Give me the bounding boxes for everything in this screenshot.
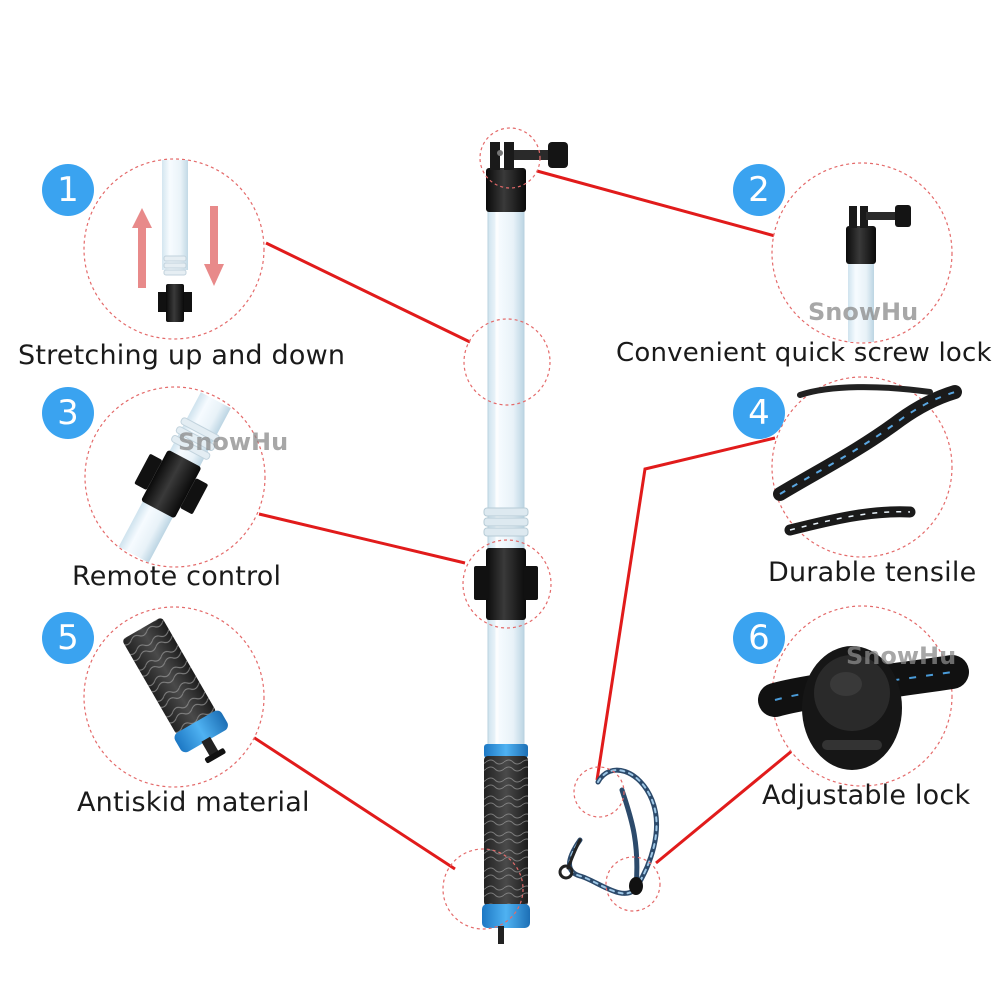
zoom-circle-adjustable-lock [758, 605, 969, 787]
grip-handle [482, 744, 530, 944]
detail-circle-tube [463, 318, 551, 406]
pole-detail-circles [442, 127, 661, 930]
feature-label-4: Durable tensile [768, 557, 977, 588]
detail-circle-lanyard-top [573, 766, 625, 818]
feature-label-6: Adjustable lock [762, 780, 971, 811]
feature-badge-3: 3 [42, 387, 94, 439]
leader-line-4 [595, 436, 776, 781]
zoom-circle-durable-tensile [771, 376, 962, 558]
feature-label-1: Stretching up and down [18, 340, 346, 371]
lanyard [558, 767, 659, 896]
feature-label-3: Remote control [72, 561, 282, 592]
leader-line-2 [536, 169, 776, 238]
feature-badge-4: 4 [733, 387, 785, 439]
remote-clip [474, 548, 538, 620]
zoom-circle-screw-lock [771, 162, 953, 344]
leader-line-3 [258, 512, 466, 565]
leader-lines [249, 169, 794, 871]
feature-label-5: Antiskid material [77, 787, 310, 818]
feature-badge-2: 2 [733, 164, 785, 216]
feature-badge-5: 5 [42, 612, 94, 664]
brand-watermark: SnowHu [808, 298, 919, 326]
feature-label-2: Convenient quick screw lock [616, 338, 992, 368]
arrow-down-icon [204, 206, 224, 286]
feature-badge-6: 6 [733, 612, 785, 664]
leader-line-5 [249, 733, 456, 871]
zoom-circle-stretching [83, 158, 265, 340]
detail-circle-top-mount [479, 127, 541, 189]
detail-circle-remote-clip [462, 539, 552, 629]
zoom-circle-remote-control [84, 386, 266, 568]
detail-circle-lanyard-lock [605, 856, 661, 912]
leader-line-1 [265, 241, 471, 344]
detail-circle-grip [442, 848, 524, 930]
leader-line-6 [655, 748, 794, 865]
brand-watermark: SnowHu [178, 428, 289, 456]
extension-rings [483, 507, 529, 537]
feature-badge-1: 1 [42, 164, 94, 216]
brand-watermark: SnowHu [846, 642, 957, 670]
arrow-up-icon [132, 208, 152, 288]
top-screw-mount [486, 142, 568, 212]
zoom-circle-antiskid [83, 606, 265, 788]
selfie-pole [474, 142, 568, 944]
